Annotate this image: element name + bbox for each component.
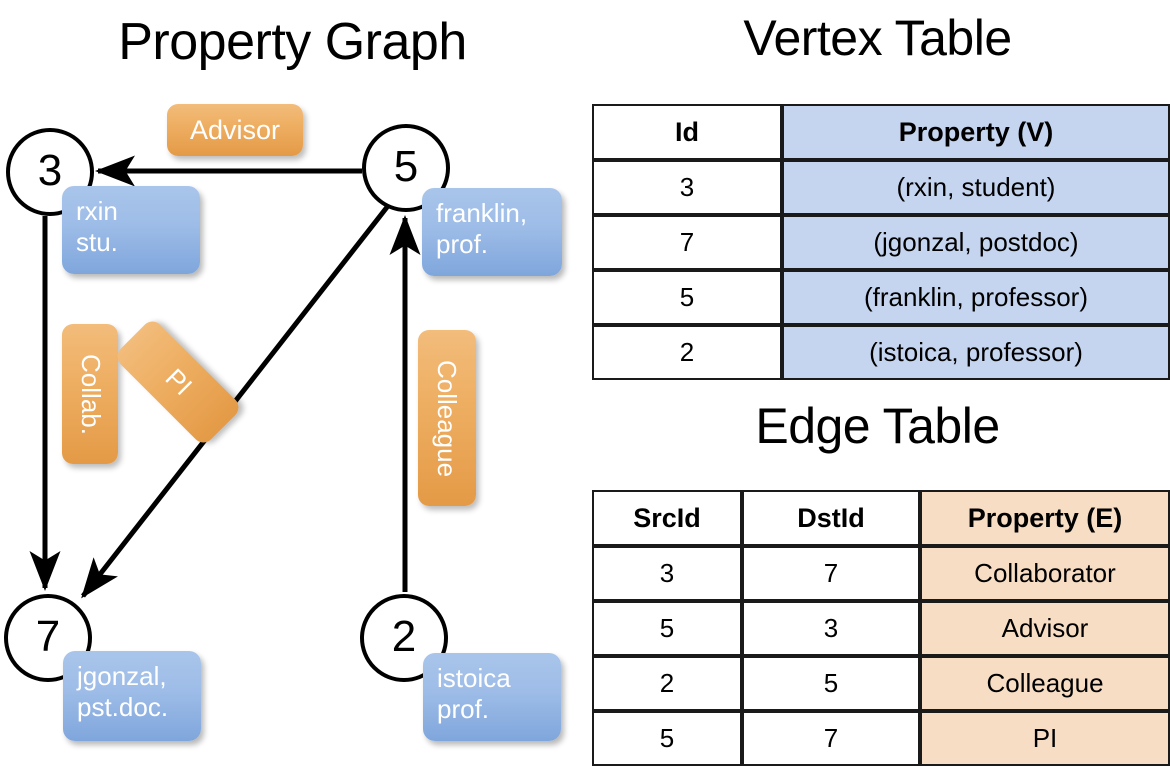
edge-cell-property: Colleague (920, 656, 1170, 711)
page-title-edge-table: Edge Table (755, 398, 1000, 454)
vertex-property-callout-7: jgonzal, pst.doc. (63, 651, 201, 741)
table-row[interactable]: 2 5 Colleague (592, 656, 1170, 711)
vertex-property-callout-5: franklin, prof. (422, 188, 562, 276)
graph-node-2[interactable]: 2 (360, 594, 448, 682)
edge-label-colleague-text: Colleague (432, 359, 463, 477)
vertex-property-callout-2: istoica prof. (423, 653, 561, 741)
edge-cell-property: Collaborator (920, 546, 1170, 601)
vertex-property-line1: jgonzal, (77, 661, 167, 691)
edge-label-collab: Collab. (62, 324, 118, 464)
table-row[interactable]: 3 (rxin, student) (592, 160, 1170, 215)
edge-label-advisor: Advisor (167, 104, 303, 156)
vertex-property-callout-3: rxin stu. (62, 186, 200, 274)
vertex-cell-property: (franklin, professor) (782, 270, 1170, 325)
vertex-property-line1: rxin (76, 196, 118, 226)
graph-node-7-label: 7 (35, 612, 61, 661)
edge-cell-dstid: 5 (742, 656, 920, 711)
edge-label-pi-text: PI (159, 362, 198, 401)
vertex-property-line1: istoica (437, 663, 511, 693)
graph-edge-lines (29, 155, 421, 599)
vertex-cell-property: (jgonzal, postdoc) (782, 215, 1170, 270)
edge-cell-property: PI (920, 711, 1170, 766)
vertex-cell-property: (istoica, professor) (782, 325, 1170, 380)
vertex-property-line2: pst.doc. (77, 692, 169, 722)
edge-table-header-srcid: SrcId (592, 490, 742, 546)
edge-label-advisor-text: Advisor (189, 114, 281, 145)
table-row[interactable]: 2 (istoica, professor) (592, 325, 1170, 380)
edge-cell-dstid: 7 (742, 711, 920, 766)
vertex-table-header-id: Id (592, 104, 782, 160)
table-row[interactable]: 5 (franklin, professor) (592, 270, 1170, 325)
graph-node-3-label: 3 (37, 146, 63, 195)
vertex-table-header-row: Id Property (V) (592, 104, 1170, 160)
graph-node-2-label: 2 (391, 612, 417, 661)
edge-cell-dstid: 7 (742, 546, 920, 601)
vertex-table: Id Property (V) 3 (rxin, student) 7 (jgo… (592, 104, 1170, 380)
edge-table-header-property: Property (E) (920, 490, 1170, 546)
vertex-property-line2: stu. (76, 227, 118, 257)
vertex-cell-id: 2 (592, 325, 782, 380)
vertex-cell-property: (rxin, student) (782, 160, 1170, 215)
vertex-cell-id: 7 (592, 215, 782, 270)
edge-cell-srcid: 5 (592, 711, 742, 766)
vertex-property-line1: franklin, (436, 198, 528, 228)
edge-cell-dstid: 3 (742, 601, 920, 656)
table-row[interactable]: 5 3 Advisor (592, 601, 1170, 656)
property-graph-diagram: 3 5 7 2 rxin stu. franklin, prof. jgonza… (0, 0, 585, 760)
table-row[interactable]: 7 (jgonzal, postdoc) (592, 215, 1170, 270)
edge-table-header-row: SrcId DstId Property (E) (592, 490, 1170, 546)
graph-node-5[interactable]: 5 (362, 124, 450, 212)
edge-cell-srcid: 3 (592, 546, 742, 601)
table-row[interactable]: 5 7 PI (592, 711, 1170, 766)
vertex-property-line2: prof. (437, 694, 490, 724)
edge-table: SrcId DstId Property (E) 3 7 Collaborato… (592, 490, 1170, 766)
vertex-cell-id: 5 (592, 270, 782, 325)
edge-cell-srcid: 5 (592, 601, 742, 656)
edge-table-header-dstid: DstId (742, 490, 920, 546)
edge-cell-srcid: 2 (592, 656, 742, 711)
vertex-property-line2: prof. (436, 229, 489, 259)
edge-cell-property: Advisor (920, 601, 1170, 656)
edge-label-collab-text: Collab. (75, 353, 106, 435)
vertex-table-header-property: Property (V) (782, 104, 1170, 160)
graph-node-5-label: 5 (393, 142, 419, 191)
edge-label-colleague: Colleague (418, 330, 476, 506)
table-row[interactable]: 3 7 Collaborator (592, 546, 1170, 601)
page-title-property-graph: Property Graph (118, 13, 467, 71)
edge-line-pi (81, 200, 393, 599)
vertex-cell-id: 3 (592, 160, 782, 215)
page-title-vertex-table: Vertex Table (743, 10, 1012, 66)
